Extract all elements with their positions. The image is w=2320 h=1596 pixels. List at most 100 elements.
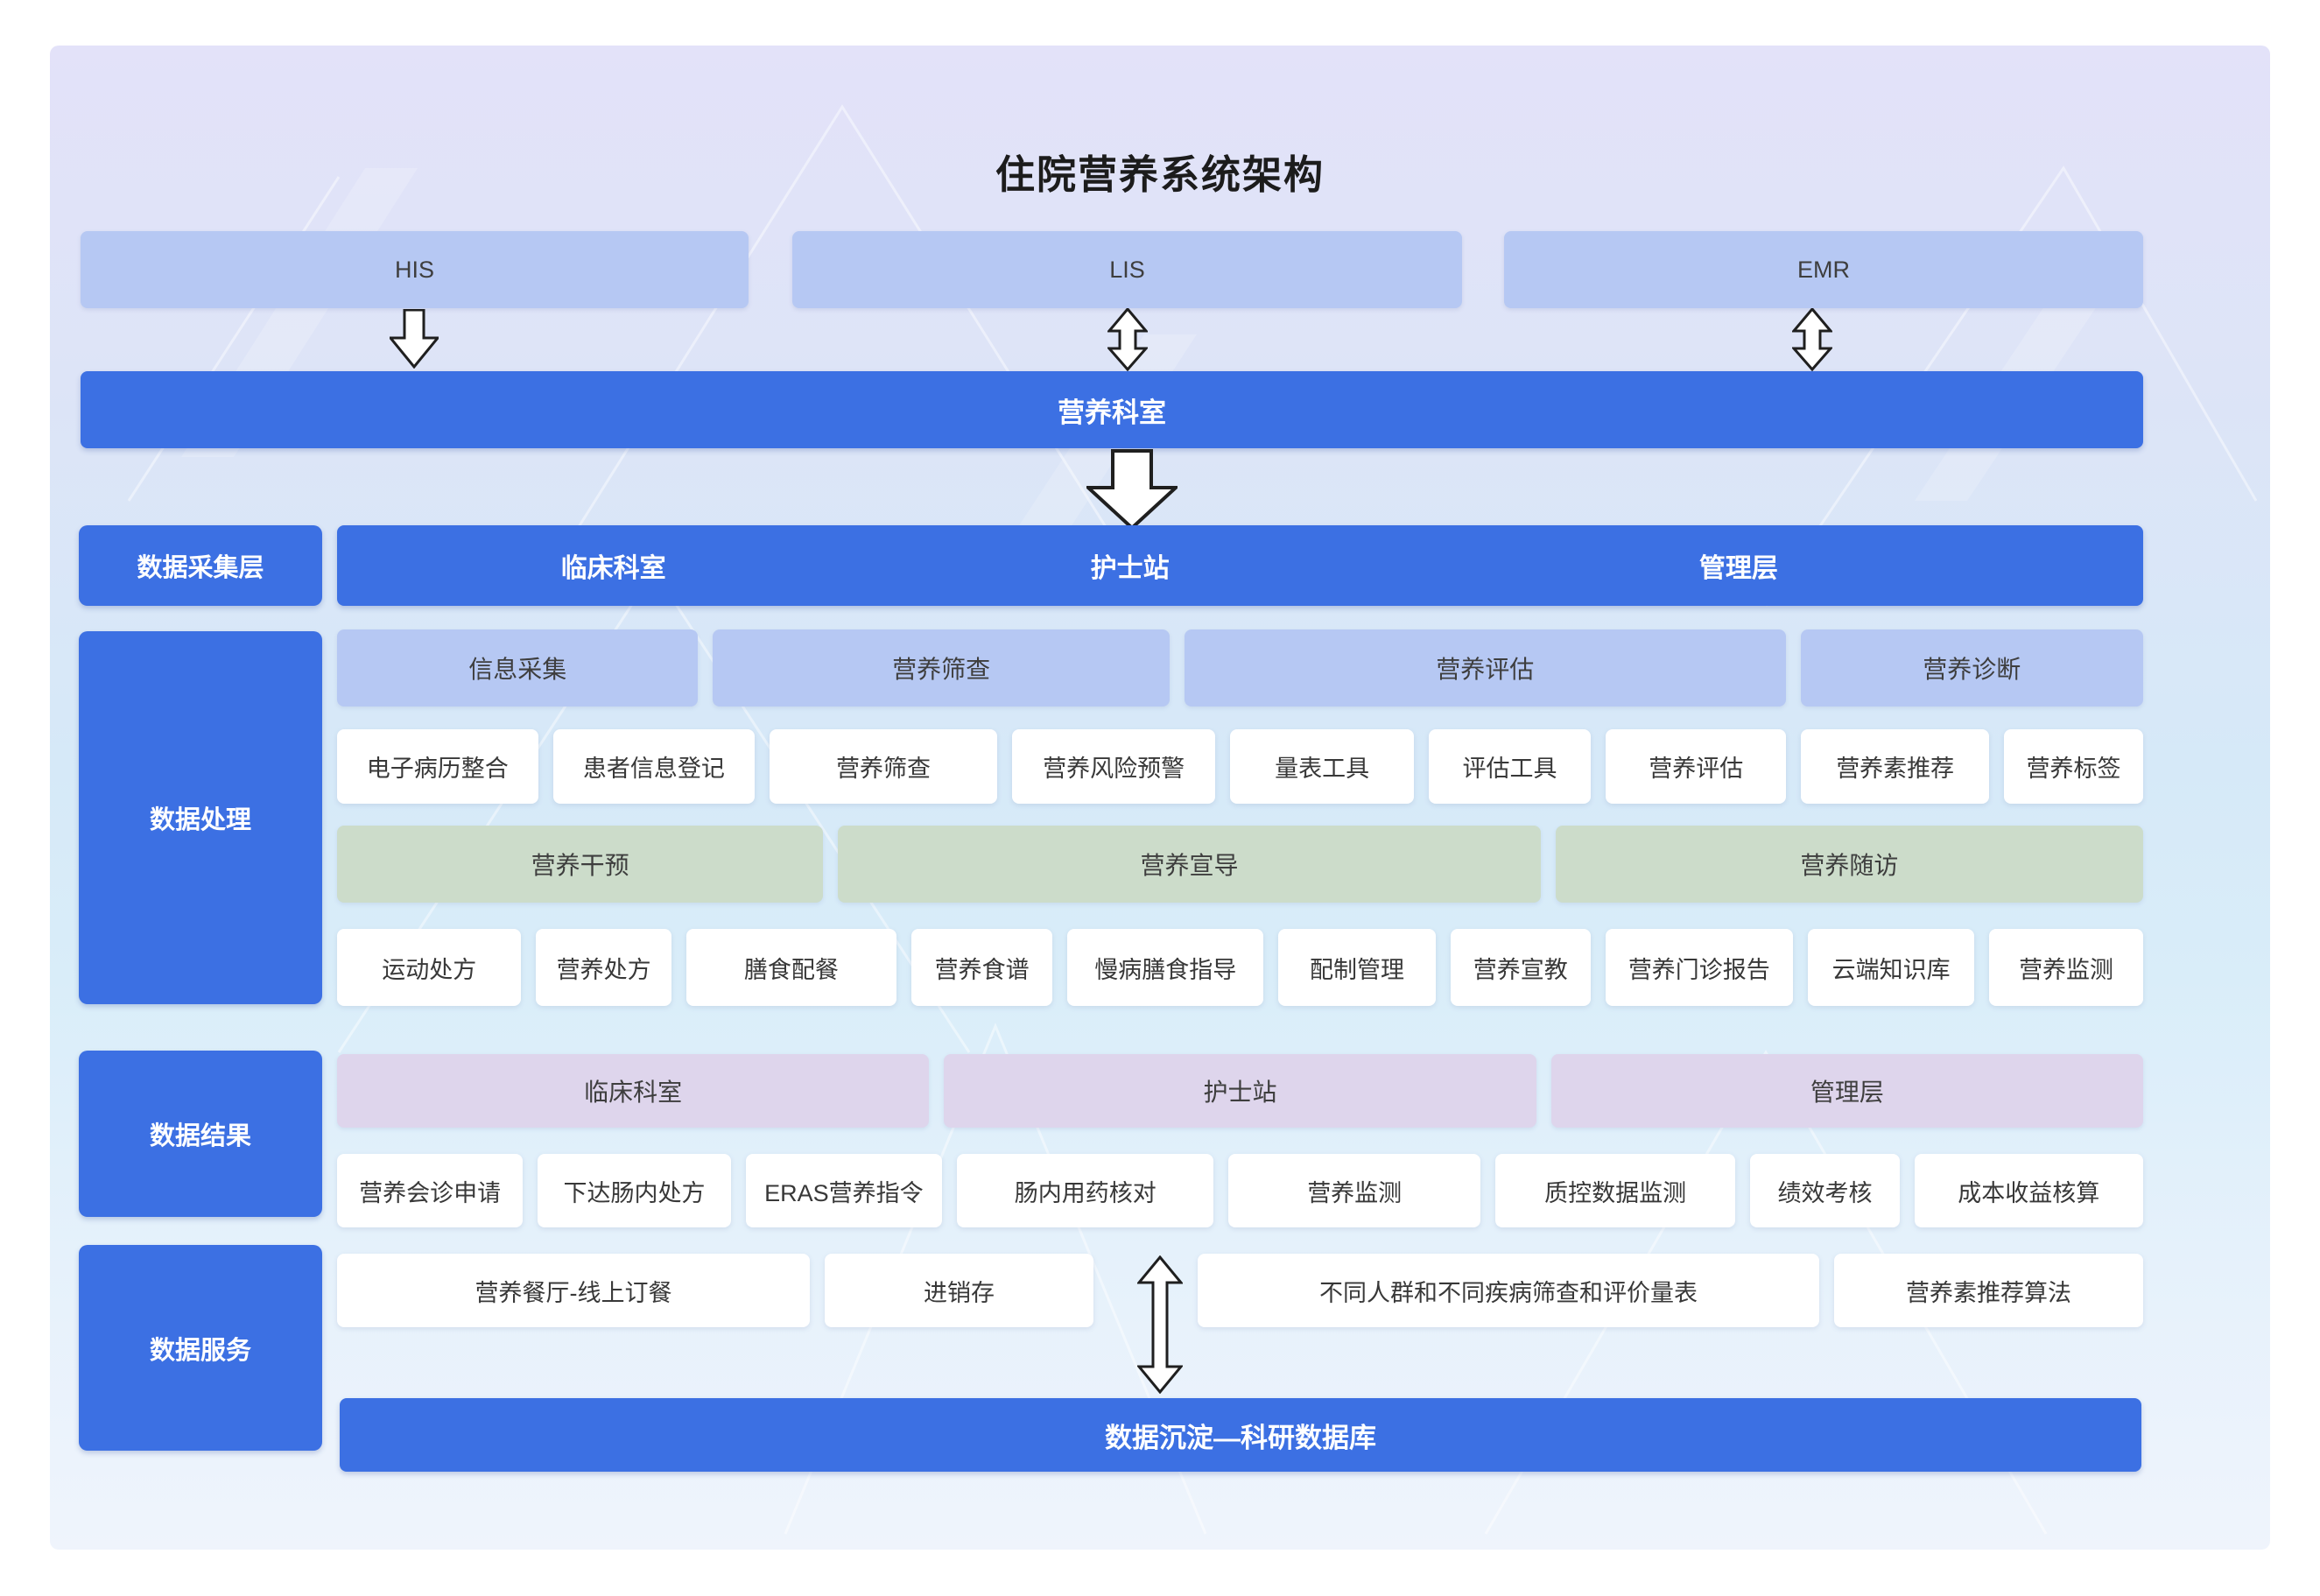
feature-box: 营养评估 (1606, 729, 1787, 804)
results-header: 临床科室 (337, 1054, 930, 1128)
feature-text: 配制管理 (1310, 956, 1405, 983)
processing-row-1: 电子病历整合 患者信息登记 营养筛查 营养风险预警 量表工具 评估工具 营养评估… (337, 729, 2143, 804)
feature-text: 量表工具 (1275, 756, 1370, 782)
feature-box: 运动处方 (337, 929, 522, 1006)
side-label-text: 数据处理 (149, 806, 251, 834)
feature-box: ERAS营养指令 (745, 1154, 943, 1227)
side-label-text: 数据采集层 (137, 554, 264, 582)
header-text: 营养筛查 (892, 656, 991, 683)
header-text: 信息采集 (468, 656, 567, 683)
down-arrow-icon (390, 309, 439, 369)
feature-text: 营养风险预警 (1043, 756, 1185, 782)
feature-text: 营养筛查 (835, 756, 931, 782)
feature-box: 云端知识库 (1808, 929, 1975, 1006)
processing-green-header: 营养干预 (337, 826, 824, 903)
collection-group-management: 管理层 (1698, 554, 1778, 583)
feature-text: 患者信息登记 (582, 756, 725, 782)
header-text: 营养宣导 (1140, 852, 1239, 879)
feature-text: 营养监测 (1307, 1179, 1403, 1206)
results-header-row: 临床科室 护士站 管理层 (337, 1054, 2143, 1128)
feature-box: 营养素推荐算法 (1834, 1254, 2143, 1327)
feature-box: 成本收益核算 (1914, 1154, 2143, 1227)
system-box-lis: LIS (792, 231, 1462, 308)
feature-text: 营养餐厅-线上订餐 (475, 1279, 672, 1306)
side-label-data-collection: 数据采集层 (79, 525, 322, 606)
double-arrow-icon (1792, 308, 1832, 371)
system-box-emr: EMR (1504, 231, 2143, 308)
research-database-bar: 数据沉淀—科研数据库 (340, 1398, 2141, 1472)
feature-text: 营养食谱 (934, 956, 1030, 983)
collection-group-clinical: 临床科室 (560, 554, 666, 583)
feature-text: 营养标签 (2026, 756, 2121, 782)
system-label: EMR (1797, 256, 1850, 283)
diagram-canvas: 住院营养系统架构 HIS LIS EMR 营养科室 数据采集层 临床科室 护士站… (50, 46, 2270, 1550)
big-down-arrow-icon (1086, 449, 1178, 530)
feature-text: 运动处方 (382, 956, 477, 983)
bar-label: 数据沉淀—科研数据库 (1105, 1422, 1376, 1453)
header-text: 营养诊断 (1923, 656, 2021, 683)
feature-text: 质控数据监测 (1544, 1179, 1687, 1206)
feature-box: 营养标签 (2003, 729, 2143, 804)
feature-text: ERAS营养指令 (764, 1179, 924, 1206)
feature-text: 膳食配餐 (743, 956, 839, 983)
feature-box: 营养门诊报告 (1605, 929, 1794, 1006)
page-title: 住院营养系统架构 (995, 152, 1325, 197)
feature-box: 下达肠内处方 (538, 1154, 731, 1227)
feature-box: 营养食谱 (910, 929, 1053, 1006)
feature-text: 营养素推荐算法 (1906, 1279, 2071, 1306)
feature-box: 营养餐厅-线上订餐 (337, 1254, 810, 1327)
side-label-data-services: 数据服务 (79, 1245, 322, 1451)
side-label-data-results: 数据结果 (79, 1051, 322, 1217)
feature-text: 绩效考核 (1777, 1179, 1873, 1206)
system-label: LIS (1109, 256, 1145, 283)
header-text: 营养干预 (531, 852, 629, 879)
processing-header: 营养评估 (1184, 629, 1786, 707)
feature-box: 绩效考核 (1750, 1154, 1900, 1227)
feature-box: 评估工具 (1428, 729, 1592, 804)
feature-box: 营养宣教 (1450, 929, 1591, 1006)
feature-box: 营养会诊申请 (337, 1154, 524, 1227)
feature-text: 营养评估 (1649, 756, 1744, 782)
results-header: 管理层 (1550, 1054, 2143, 1128)
processing-green-header: 营养宣导 (838, 826, 1541, 903)
double-arrow-icon (1107, 308, 1148, 371)
tall-double-arrow-icon (1137, 1255, 1183, 1394)
processing-header: 信息采集 (337, 629, 699, 707)
header-text: 临床科室 (584, 1079, 683, 1106)
feature-text: 肠内用药核对 (1014, 1179, 1156, 1206)
feature-text: 营养宣教 (1473, 956, 1568, 983)
feature-box: 患者信息登记 (552, 729, 756, 804)
feature-text: 营养门诊报告 (1628, 956, 1770, 983)
feature-box: 营养风险预警 (1011, 729, 1216, 804)
feature-text: 营养处方 (556, 956, 651, 983)
results-row: 营养会诊申请 下达肠内处方 ERAS营养指令 肠内用药核对 营养监测 质控数据监… (337, 1154, 2143, 1227)
processing-header: 营养筛查 (713, 629, 1170, 707)
side-label-text: 数据结果 (149, 1122, 251, 1150)
services-row: 营养餐厅-线上订餐 进销存 不同人群和不同疾病筛查和评价量表 营养素推荐算法 (337, 1254, 2143, 1327)
system-box-his: HIS (81, 231, 749, 308)
feature-text: 评估工具 (1462, 756, 1557, 782)
processing-green-header-row: 营养干预 营养宣导 营养随访 (337, 826, 2143, 903)
feature-box: 进销存 (825, 1254, 1093, 1327)
feature-box: 配制管理 (1278, 929, 1436, 1006)
nutrition-department-bar: 营养科室 (81, 371, 2143, 448)
feature-text: 营养素推荐 (1836, 756, 1955, 782)
processing-green-header: 营养随访 (1555, 826, 2143, 903)
processing-header: 营养诊断 (1800, 629, 2143, 707)
collection-layer-bar: 临床科室 护士站 管理层 (337, 525, 2143, 606)
feature-text: 慢病膳食指导 (1094, 956, 1237, 983)
bar-label: 营养科室 (1058, 397, 1166, 428)
processing-header-row: 信息采集 营养筛查 营养评估 营养诊断 (337, 629, 2143, 707)
processing-row-2: 运动处方 营养处方 膳食配餐 营养食谱 慢病膳食指导 配制管理 营养宣教 营养门… (337, 929, 2143, 1006)
feature-box: 肠内用药核对 (957, 1154, 1214, 1227)
feature-text: 营养监测 (2019, 956, 2114, 983)
feature-box: 营养监测 (1228, 1154, 1480, 1227)
side-label-text: 数据服务 (149, 1336, 251, 1365)
side-label-data-processing: 数据处理 (79, 631, 322, 1004)
results-header: 护士站 (944, 1054, 1536, 1128)
header-text: 管理层 (1810, 1079, 1884, 1106)
feature-text: 云端知识库 (1831, 956, 1951, 983)
feature-box: 营养监测 (1989, 929, 2143, 1006)
system-label: HIS (394, 256, 434, 283)
feature-box: 营养素推荐 (1801, 729, 1989, 804)
